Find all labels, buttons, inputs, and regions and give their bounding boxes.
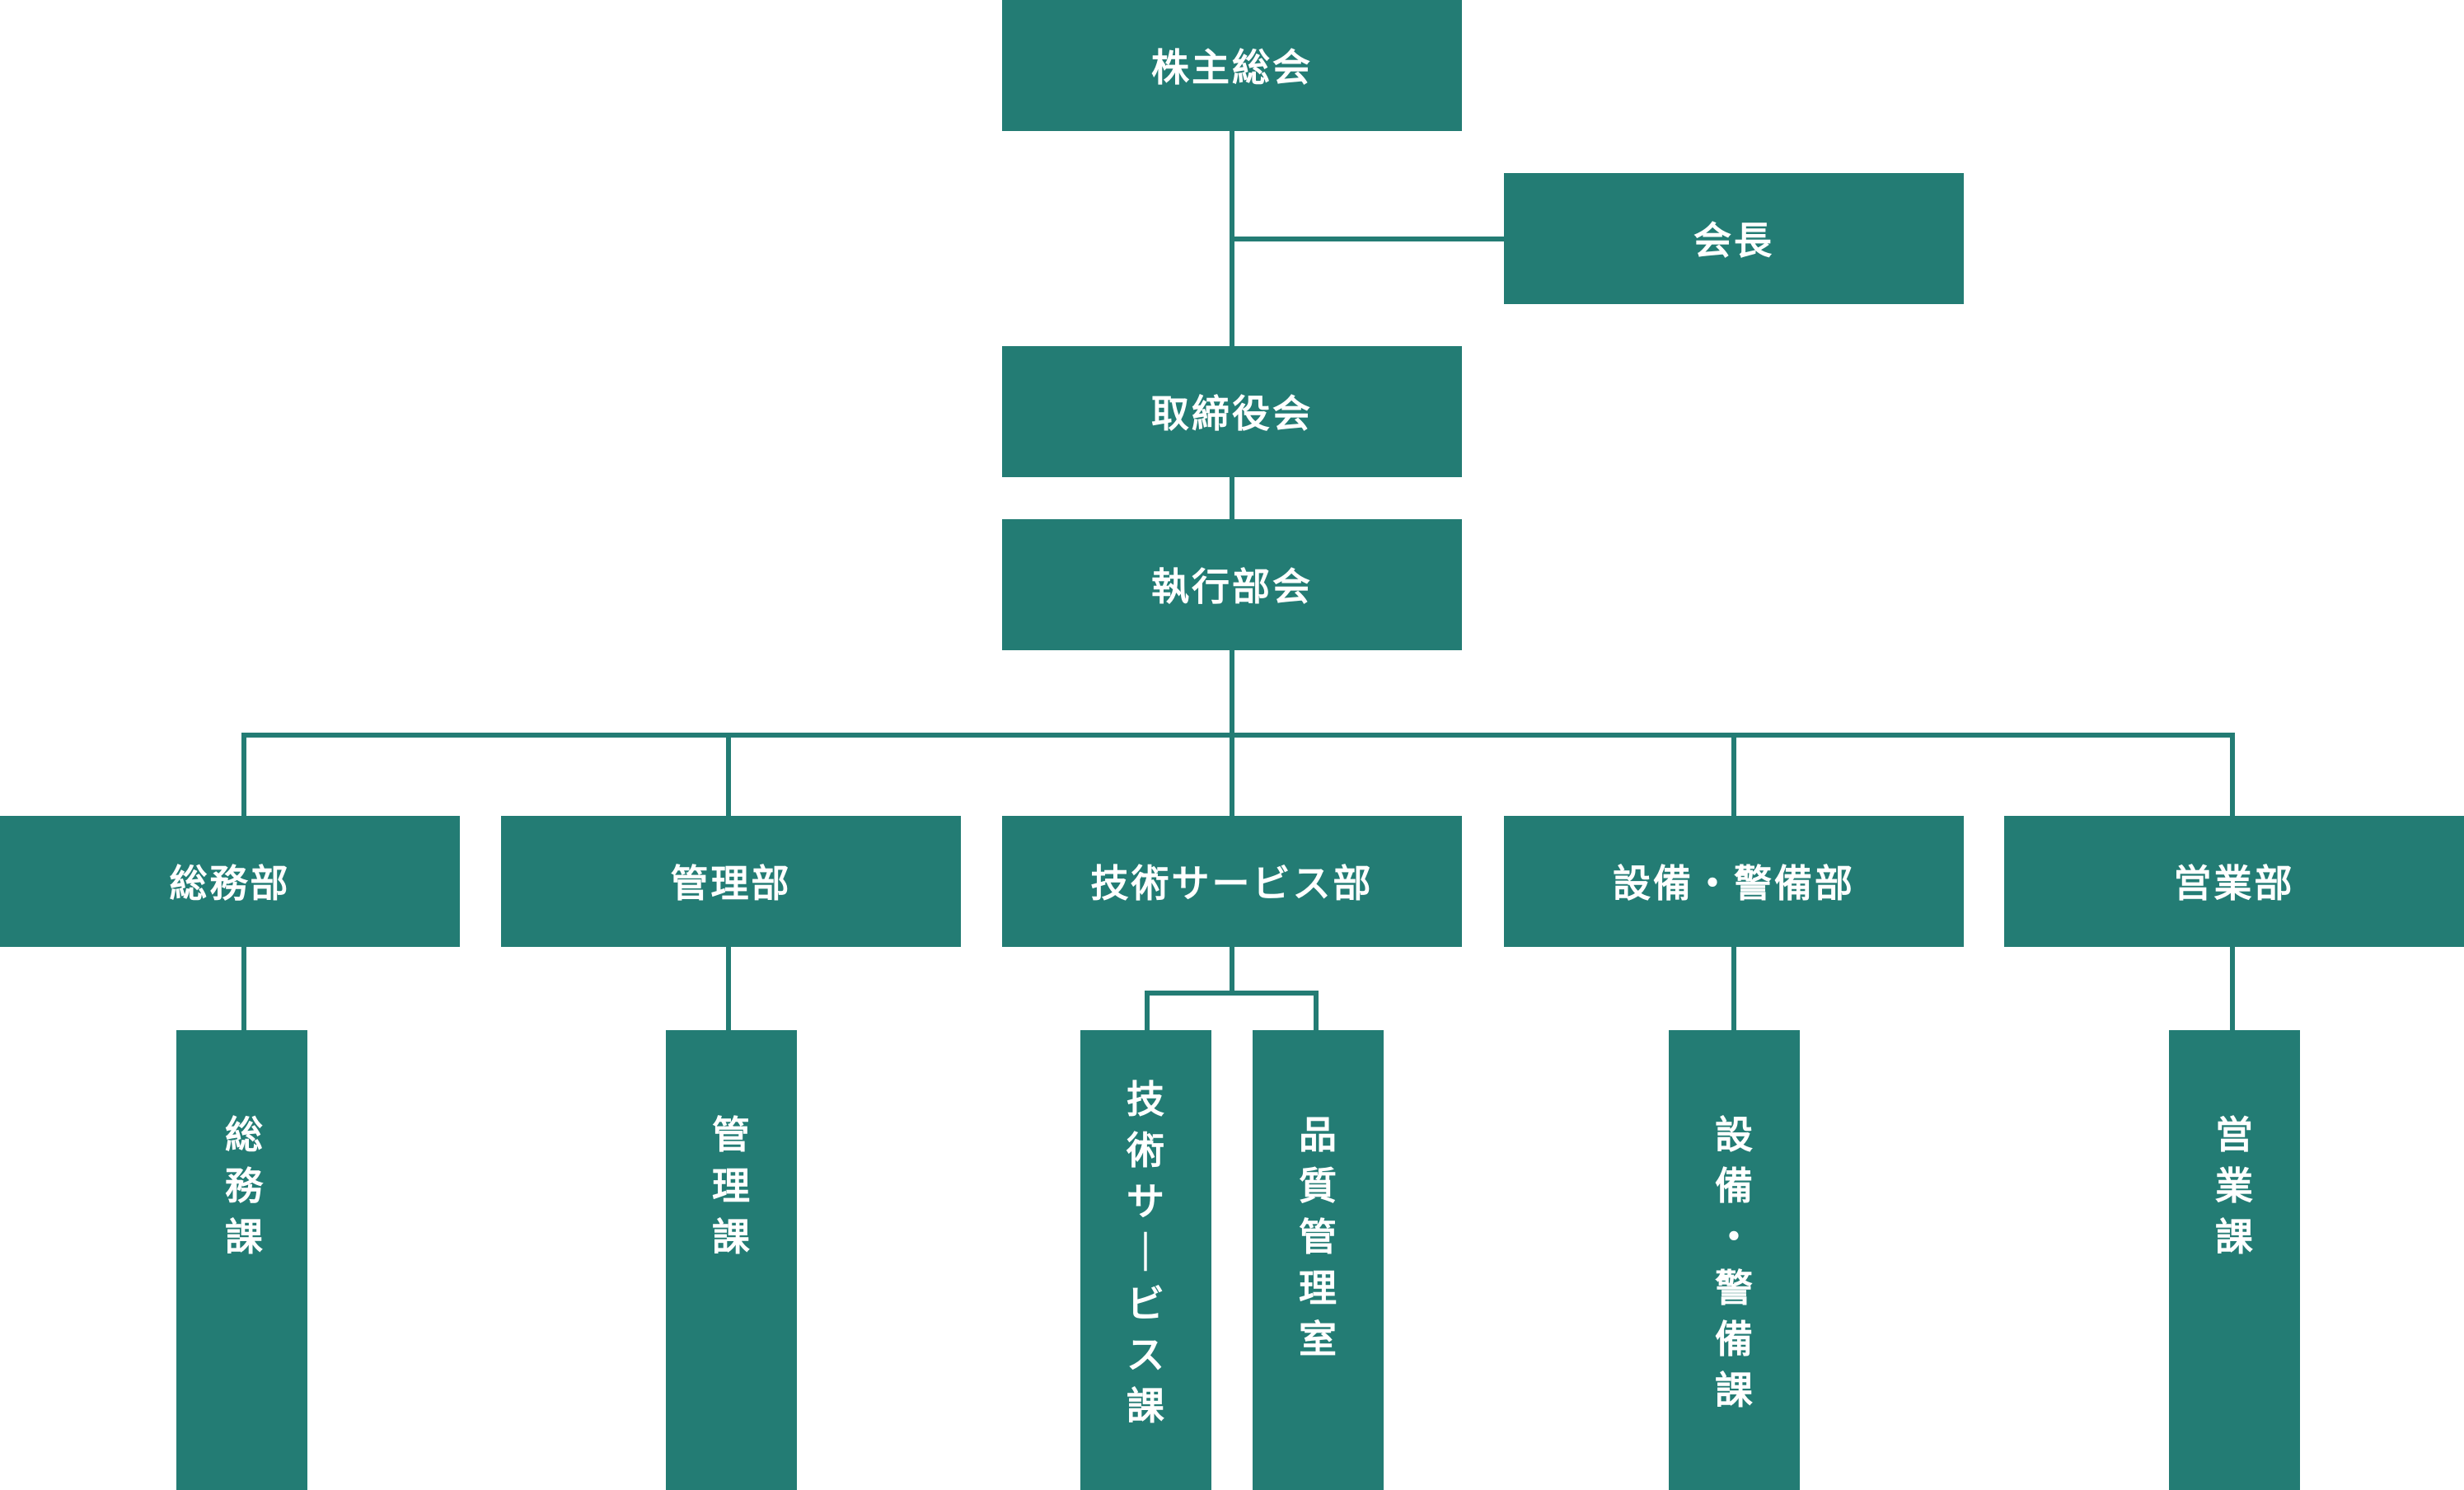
node-executive: 執行部会: [1002, 519, 1462, 650]
section-label: 設備・警備課: [1715, 1113, 1753, 1413]
node-section-hinshitsu: 品質管理室: [1253, 1030, 1384, 1490]
section-label: 営業課: [2215, 1113, 2253, 1259]
dept-label: 総務部: [170, 861, 291, 906]
node-chairman-label: 会長: [1693, 218, 1774, 263]
dept-label: 技術サービス部: [1091, 861, 1374, 906]
dept-label: 管理部: [671, 861, 792, 906]
node-dept-setsubi: 設備・警備部: [1504, 816, 1964, 947]
dept-label: 営業部: [2174, 861, 2295, 906]
node-section-eigyo: 営業課: [2169, 1030, 2300, 1490]
section-label-text: 技術サ｜ビス課: [1126, 1077, 1164, 1428]
section-label-text: 営業課: [2215, 1113, 2253, 1259]
node-section-somu: 総務課: [176, 1030, 307, 1490]
node-dept-gijutsu: 技術サービス部: [1002, 816, 1462, 947]
node-dept-eigyo: 営業部: [2004, 816, 2464, 947]
section-label-text: 品質管理室: [1299, 1113, 1337, 1361]
node-executive-label: 執行部会: [1151, 565, 1313, 609]
node-section-setsubi: 設備・警備課: [1669, 1030, 1800, 1490]
node-section-gijutsu: 技術サ｜ビス課: [1080, 1030, 1211, 1490]
node-chairman: 会長: [1504, 173, 1964, 304]
dept-label: 設備・警備部: [1613, 861, 1855, 906]
node-board: 取締役会: [1002, 346, 1462, 477]
section-label-text: 総務課: [225, 1113, 264, 1259]
node-dept-somu: 総務部: [0, 816, 460, 947]
connector-gijutsu-sections: [1145, 991, 1319, 1030]
section-label-text: 管理課: [712, 1113, 750, 1259]
section-label-text: 設備・警備課: [1715, 1113, 1753, 1413]
connectors: [241, 131, 2235, 1030]
section-label: 総務課: [225, 1113, 264, 1259]
node-board-label: 取締役会: [1151, 391, 1313, 436]
connector-departments-bus: [241, 733, 2235, 816]
node-shareholders: 株主総会: [1002, 0, 1462, 131]
node-shareholders-label: 株主総会: [1151, 45, 1313, 90]
section-label: 技術サ｜ビス課: [1126, 1077, 1164, 1428]
node-section-kanri: 管理課: [666, 1030, 797, 1490]
node-dept-kanri: 管理部: [501, 816, 961, 947]
section-label: 管理課: [712, 1113, 750, 1259]
section-label: 品質管理室: [1299, 1113, 1337, 1361]
